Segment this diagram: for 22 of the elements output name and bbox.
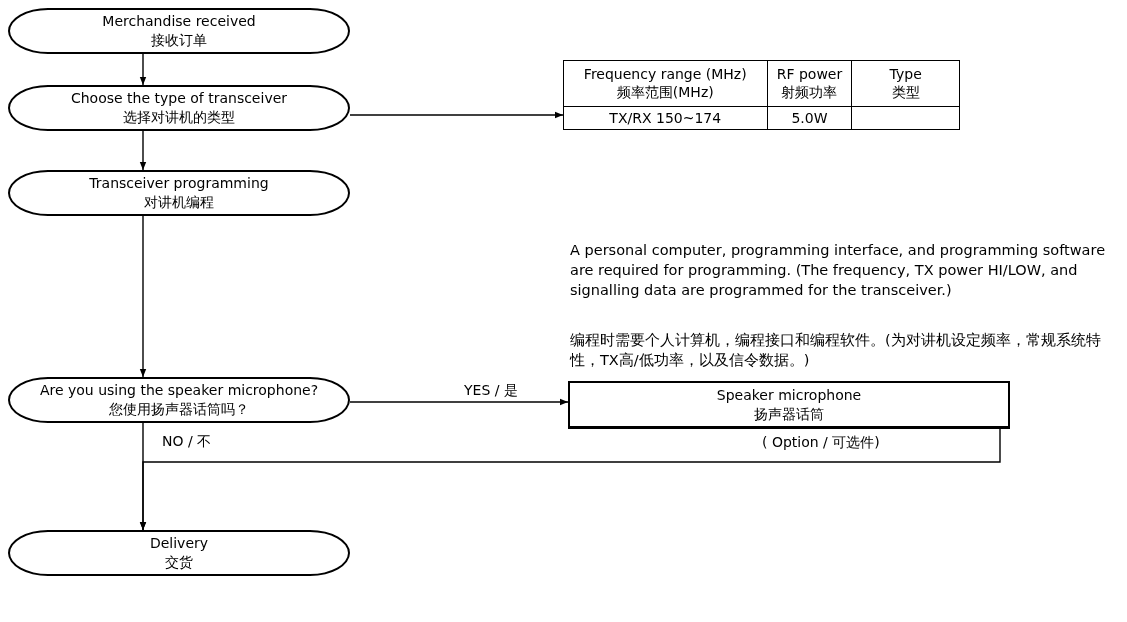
note-text: A personal computer, programming interface, and programming software are required for programming. (The frequency, TX power HI/LOW, and signalling data are programmed for the transceiver.) [570, 241, 1107, 300]
arrow [139, 428, 1001, 531]
arrow [349, 111, 564, 119]
header-cell: Type 类型 [851, 60, 960, 107]
edge-label: YES / 是 [462, 382, 520, 400]
arrow [139, 215, 147, 378]
process-box: Speaker microphone 扬声器话筒 [568, 381, 1010, 429]
table-cell: 5.0W [767, 106, 852, 130]
header-cell: RF power 射频功率 [767, 60, 852, 107]
spec-table [563, 60, 960, 130]
terminal-box: Delivery 交货 [8, 530, 350, 576]
note-text: 编程时需要个人计算机，编程接口和编程软件。(为对讲机设定频率，常规系统特性，TX高/低功率，以及信令数据。) [570, 331, 1102, 370]
arrow [139, 130, 147, 171]
header-cell: Frequency range (MHz) 频率范围(MHz) [563, 60, 768, 107]
terminal-box: Are you using the speaker microphone? 您使用扬声器话筒吗？ [8, 377, 350, 423]
arrow [349, 398, 569, 406]
terminal-box: Choose the type of transceiver 选择对讲机的类型 [8, 85, 350, 131]
terminal-box: Merchandise received 接收订单 [8, 8, 350, 54]
arrow [139, 53, 147, 86]
table-cell: TX/RX 150~174 [563, 106, 768, 130]
terminal-box: Transceiver programming 对讲机编程 [8, 170, 350, 216]
option-note: ( Option / 可选件) [760, 434, 882, 452]
